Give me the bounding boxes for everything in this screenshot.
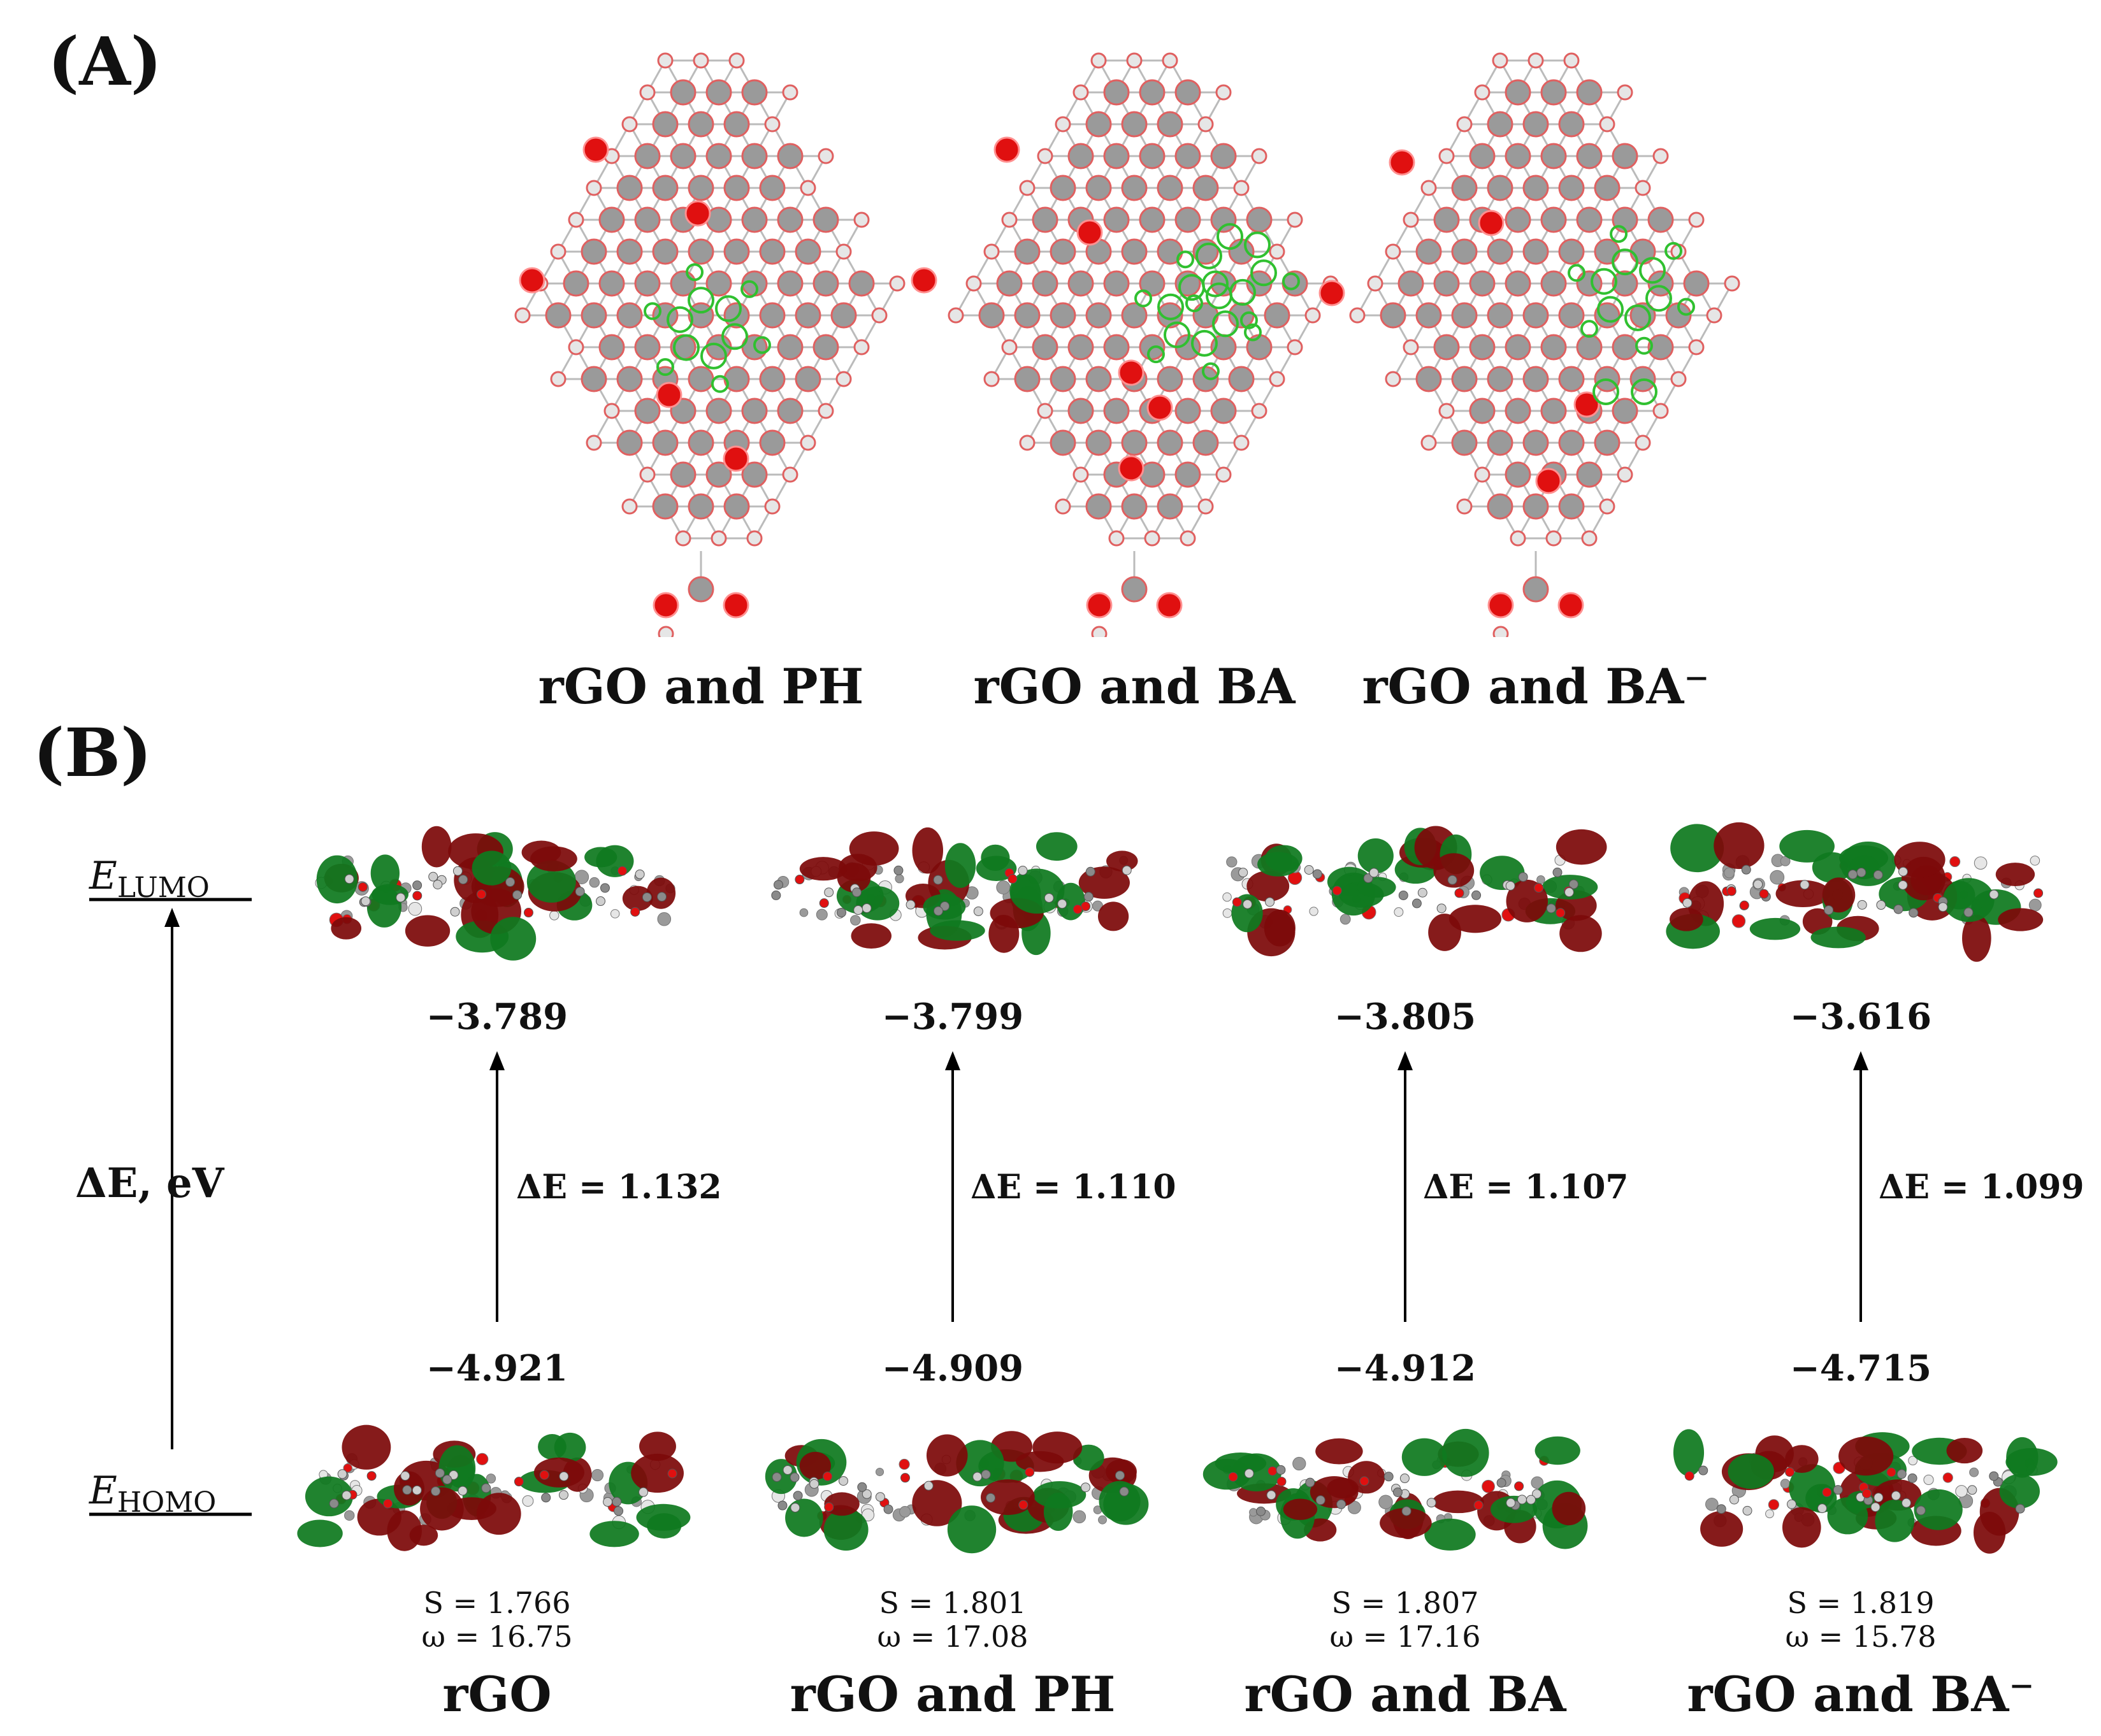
panel-b-label: (B) (33, 714, 152, 792)
softness-rgo-ba-anion: S = 1.819 (1787, 1586, 1935, 1620)
structure-caption-ph: rGO and PH (538, 658, 864, 715)
gap-arrowhead-rgo-ba (1397, 1051, 1413, 1070)
structure-caption-ba-anion: rGO and BA⁻ (1362, 658, 1710, 715)
panel-a-label: (A) (48, 22, 162, 101)
lumo-subscript: LUMO (117, 872, 210, 904)
molecule-rgo-ba (911, 52, 1339, 637)
gap-arrowhead-rgo-ba-anion (1853, 1051, 1868, 1070)
descriptors-rgo: S = 1.766 ω = 16.75 (422, 1586, 573, 1654)
lumo-value-rgo-ba: −3.805 (1334, 996, 1476, 1038)
lumo-value-rgo-ph: −3.799 (881, 996, 1024, 1038)
column-caption-rgo-ba: rGO and BA (1244, 1666, 1566, 1723)
gap-value-rgo-ph: ΔE = 1.110 (971, 1168, 1176, 1207)
homo-orbital-rgo-ba-anion (1673, 1429, 2058, 1554)
homo-axis-label: EHOMO (89, 1472, 216, 1517)
molecule-rgo-ba-anion (1318, 52, 1740, 637)
lumo-value-rgo: −3.789 (426, 996, 568, 1038)
softness-rgo-ph: S = 1.801 (879, 1586, 1027, 1620)
gap-value-rgo: ΔE = 1.132 (516, 1168, 722, 1207)
homo-value-rgo-ba: −4.912 (1334, 1347, 1476, 1389)
lumo-symbol: E (89, 854, 117, 898)
molecule-rgo-ph (514, 52, 906, 637)
homo-orbital-rgo-ph (765, 1431, 1149, 1554)
homo-value-rgo: −4.921 (426, 1347, 568, 1389)
column-caption-rgo-ba-anion: rGO and BA⁻ (1687, 1666, 2035, 1723)
descriptors-rgo-ba-anion: S = 1.819 ω = 15.78 (1786, 1586, 1937, 1654)
homo-orbital-rgo-ba (1202, 1428, 1588, 1551)
lumo-orbital-rgo-ba (1222, 826, 1607, 957)
lumo-orbital-rgo-ph (771, 827, 1138, 956)
homo-orbital-rgo (297, 1424, 691, 1551)
structure-caption-ba: rGO and BA (973, 658, 1296, 715)
delta-e-axis-arrowhead (164, 908, 180, 927)
column-caption-rgo-ph: rGO and PH (790, 1666, 1116, 1723)
lumo-orbital-rgo (315, 826, 676, 961)
descriptors-rgo-ba: S = 1.807 ω = 17.16 (1330, 1586, 1481, 1654)
lumo-value-rgo-ba-anion: −3.616 (1789, 996, 1932, 1038)
electrophilicity-rgo-ph: ω = 17.08 (877, 1619, 1029, 1654)
gap-arrowhead-rgo (489, 1051, 505, 1070)
homo-value-rgo-ba-anion: −4.715 (1789, 1347, 1932, 1389)
electrophilicity-rgo-ba-anion: ω = 15.78 (1785, 1619, 1937, 1654)
lumo-axis-label: ELUMO (89, 857, 210, 902)
electrophilicity-rgo: ω = 16.75 (421, 1619, 573, 1654)
column-caption-rgo: rGO (442, 1666, 552, 1723)
lumo-orbital-rgo-ba-anion (1666, 822, 2044, 962)
homo-subscript: HOMO (117, 1486, 217, 1519)
electrophilicity-rgo-ba: ω = 17.16 (1329, 1619, 1481, 1654)
homo-value-rgo-ph: −4.909 (881, 1347, 1024, 1389)
softness-rgo: S = 1.766 (423, 1586, 571, 1620)
gap-arrowhead-rgo-ph (945, 1051, 960, 1070)
homo-symbol: E (89, 1468, 117, 1513)
gap-value-rgo-ba: ΔE = 1.107 (1423, 1168, 1629, 1207)
descriptors-rgo-ph: S = 1.801 ω = 17.08 (877, 1586, 1029, 1654)
softness-rgo-ba: S = 1.807 (1331, 1586, 1479, 1620)
delta-e-axis-label: ΔE, eV (75, 1159, 224, 1207)
gap-value-rgo-ba-anion: ΔE = 1.099 (1879, 1168, 2084, 1207)
panel-a-structures (514, 52, 1740, 637)
